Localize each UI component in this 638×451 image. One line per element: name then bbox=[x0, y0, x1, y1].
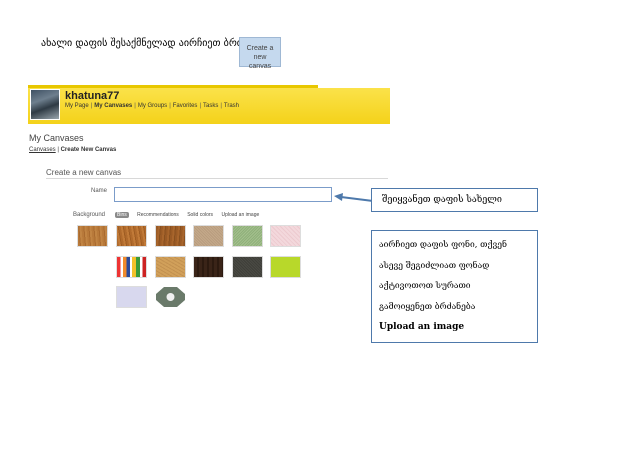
swatch-lavender[interactable] bbox=[116, 286, 147, 308]
username[interactable]: khatuna77 bbox=[65, 90, 120, 102]
section-divider bbox=[46, 178, 388, 179]
background-callout: აირჩიეთ დაფის ფონი, თქვენ ასევე შეგიძლია… bbox=[371, 230, 538, 343]
swatch-green-fabric[interactable] bbox=[232, 225, 263, 247]
callout-line-2: ასევე შეგიძლიათ ფონად bbox=[379, 260, 490, 271]
create-button-line2: canvas bbox=[248, 63, 272, 70]
swatch-wood-light[interactable] bbox=[77, 225, 108, 247]
bg-tab-solid-colors[interactable]: Solid colors bbox=[187, 212, 214, 218]
nav-my-canvases[interactable]: My Canvases bbox=[94, 103, 133, 109]
arrow-left-icon bbox=[334, 193, 374, 202]
create-canvas-button[interactable]: Create a new canvas bbox=[239, 37, 281, 70]
canvas-name-input[interactable] bbox=[114, 187, 332, 202]
background-label: Background bbox=[73, 212, 106, 218]
swatch-gear-shape[interactable] bbox=[155, 286, 186, 308]
callout-line-1: აირჩიეთ დაფის ფონი, თქვენ bbox=[379, 240, 507, 250]
swatch-dark-wood[interactable] bbox=[193, 256, 224, 278]
nav-trash[interactable]: Trash bbox=[223, 103, 240, 109]
avatar[interactable] bbox=[30, 89, 60, 120]
breadcrumb-current: Create New Canvas bbox=[60, 147, 117, 153]
swatch-wood-medium[interactable] bbox=[116, 225, 147, 247]
bg-tab-bins[interactable]: Bins bbox=[115, 212, 129, 218]
profile-header bbox=[28, 88, 390, 124]
callout-line-4: გამოიყენეთ ბრძანება bbox=[379, 301, 476, 312]
instruction-caption: ახალი დაფის შესაქმნელად აირჩიეთ ბრძანება bbox=[41, 38, 268, 49]
name-callout: შეიყვანეთ დაფის სახელი bbox=[371, 188, 538, 212]
header-nav: My Page|My Canvases|My Groups|Favorites|… bbox=[65, 103, 240, 109]
nav-my-groups[interactable]: My Groups bbox=[137, 103, 168, 109]
swatch-pink-paper[interactable] bbox=[270, 225, 301, 247]
breadcrumb-separator: | bbox=[57, 147, 59, 153]
swatch-stripes[interactable] bbox=[116, 256, 147, 278]
breadcrumb-canvases-link[interactable]: Canvases bbox=[29, 147, 56, 153]
breadcrumb: Canvases | Create New Canvas bbox=[29, 147, 116, 153]
bg-tab-recommendations[interactable]: Recommendations bbox=[137, 212, 179, 218]
swatch-wood-dark[interactable] bbox=[155, 225, 186, 247]
swatch-linen[interactable] bbox=[193, 225, 224, 247]
name-label: Name bbox=[91, 188, 108, 194]
nav-my-page[interactable]: My Page bbox=[65, 103, 89, 109]
bg-tab-upload-image[interactable]: Upload an image bbox=[221, 212, 260, 218]
nav-tasks[interactable]: Tasks bbox=[203, 103, 219, 109]
nav-favorites[interactable]: Favorites bbox=[172, 103, 198, 109]
swatch-dark-gray[interactable] bbox=[232, 256, 263, 278]
header-top-edge bbox=[28, 85, 318, 88]
gear-icon bbox=[156, 287, 185, 307]
section-title: Create a new canvas bbox=[46, 168, 122, 177]
page-title: My Canvases bbox=[29, 133, 84, 143]
background-tabs: Bins Recommendations Solid colors Upload… bbox=[115, 212, 266, 218]
swatch-cork[interactable] bbox=[155, 256, 186, 278]
callout-command: Upload an image bbox=[379, 322, 465, 332]
create-button-line1: Create a new bbox=[246, 45, 274, 61]
callout-line-3: აქტივოთოთ სურათი bbox=[379, 281, 471, 291]
swatch-lime[interactable] bbox=[270, 256, 301, 278]
